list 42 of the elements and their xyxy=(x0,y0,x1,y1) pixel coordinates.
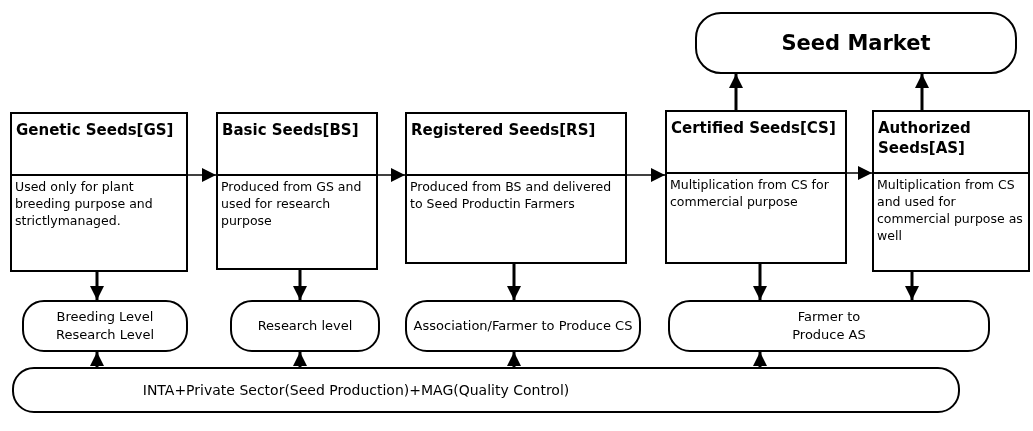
arrow xyxy=(846,166,873,180)
market-title: Seed Market xyxy=(780,34,932,52)
market-box xyxy=(695,12,1017,74)
arrow xyxy=(905,272,919,300)
seed-class-description: Produced from GS and used for research purpose xyxy=(220,178,363,230)
arrow xyxy=(507,264,521,300)
organization-bar xyxy=(12,367,960,413)
seed-class-title: Authorized Seeds[AS] xyxy=(874,112,1028,174)
seed-class-box xyxy=(872,110,1030,272)
level-box xyxy=(668,300,990,352)
seed-class-title: Genetic Seeds[GS] xyxy=(12,114,186,176)
seed-class-description: Multiplication from CS and used for commercial purpose as well xyxy=(876,176,1024,245)
seed-class-box xyxy=(665,110,847,264)
seed-class-box xyxy=(10,112,188,272)
level-box xyxy=(230,300,380,352)
arrow xyxy=(729,74,743,110)
arrow xyxy=(507,352,521,367)
arrow xyxy=(915,74,929,110)
level-box xyxy=(22,300,188,352)
arrow xyxy=(377,168,406,182)
arrow xyxy=(753,264,767,300)
arrow xyxy=(293,352,307,367)
arrow xyxy=(293,270,307,300)
seed-class-box xyxy=(405,112,627,264)
arrow xyxy=(753,352,767,367)
seed-class-description: Used only for plant breeding purpose and strictlymanaged. xyxy=(14,178,154,230)
level-label: INTA+Private Sector(Seed Production)+MAG(Quality Control) xyxy=(141,381,571,399)
level-label: Association/Farmer to Produce CS xyxy=(412,317,634,335)
arrow xyxy=(187,168,217,182)
level-label: Breeding Level Research Level xyxy=(54,308,156,344)
arrow xyxy=(90,352,104,367)
seed-class-title: Registered Seeds[RS] xyxy=(407,114,625,176)
seed-class-description: Multiplication from CS for commercial purpose xyxy=(669,176,830,211)
seed-class-title: Basic Seeds[BS] xyxy=(218,114,376,176)
seed-class-title: Certified Seeds[CS] xyxy=(667,112,845,174)
arrow xyxy=(626,168,666,182)
level-box xyxy=(405,300,641,352)
arrow xyxy=(90,272,104,300)
level-label: Farmer to Produce AS xyxy=(791,308,867,344)
seed-class-box xyxy=(216,112,378,270)
level-label: Research level xyxy=(256,317,354,335)
seed-class-description: Produced from BS and delivered to Seed Productin Farmers xyxy=(409,178,613,213)
